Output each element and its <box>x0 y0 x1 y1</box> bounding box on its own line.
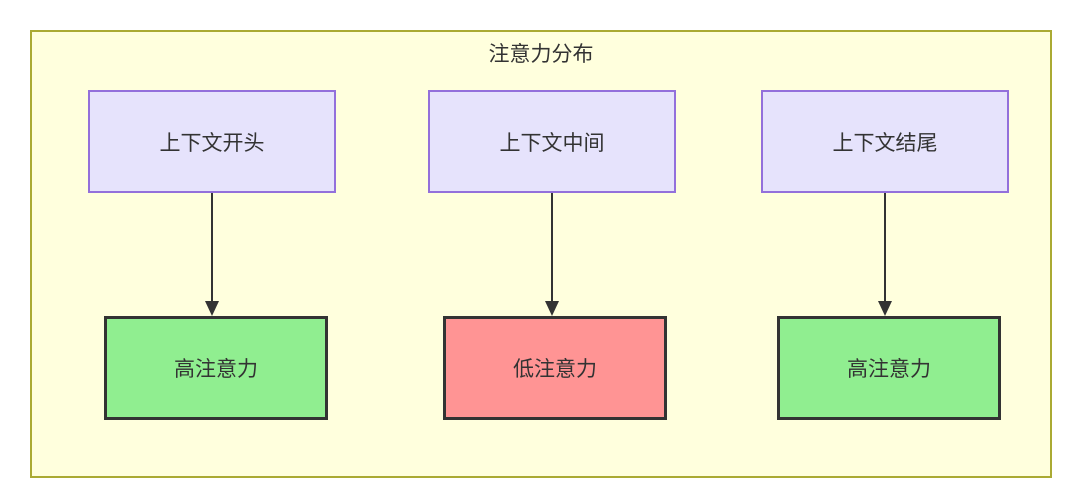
node-label: 上下文结尾 <box>832 131 938 155</box>
node-context-end[interactable]: 上下文结尾 <box>761 90 1009 193</box>
node-label: 高注意力 <box>174 358 258 381</box>
node-low-attention-middle[interactable]: 低注意力 <box>443 316 667 420</box>
node-label: 低注意力 <box>513 358 597 381</box>
node-label: 上下文开头 <box>159 131 265 155</box>
node-label: 高注意力 <box>847 358 931 381</box>
subgraph-title: 注意力分布 <box>488 43 594 66</box>
node-high-attention-end[interactable]: 高注意力 <box>777 316 1001 420</box>
node-label: 上下文中间 <box>499 131 605 155</box>
node-high-attention-start[interactable]: 高注意力 <box>104 316 328 420</box>
node-context-middle[interactable]: 上下文中间 <box>428 90 676 193</box>
node-context-start[interactable]: 上下文开头 <box>88 90 336 193</box>
